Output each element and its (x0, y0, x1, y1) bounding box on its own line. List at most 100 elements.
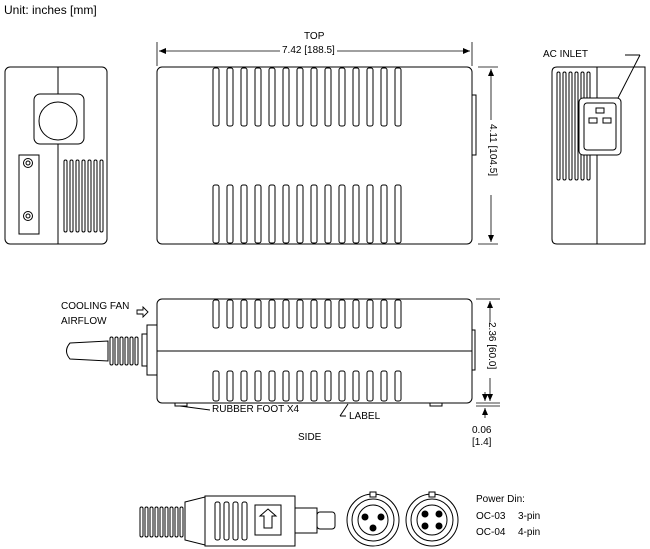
vent-slot (338, 299, 346, 329)
side-height-value: 2.36 [60.0] (486, 322, 497, 370)
vent-slot (568, 71, 573, 181)
vent-slot (240, 184, 248, 244)
vent-slot (352, 370, 360, 402)
foot-dimension-mm: [1.4] (472, 437, 492, 448)
vent-slot (324, 370, 332, 402)
vent-slot (556, 71, 561, 181)
vent-slot (394, 299, 402, 329)
vent-slot (310, 67, 318, 127)
vent-slot (366, 184, 374, 244)
vent-slot (226, 370, 234, 402)
vent-slot (254, 299, 262, 329)
vent-slot (93, 159, 98, 233)
vent-slot (338, 370, 346, 402)
connector-code-1: OC-03 (476, 511, 506, 522)
plug-rib (144, 506, 149, 538)
cable-rib (119, 336, 124, 366)
vent-slot (380, 184, 388, 244)
vent-slot (268, 299, 276, 329)
vent-slot (282, 370, 290, 402)
cable (66, 340, 109, 362)
vent-slot (296, 67, 304, 127)
vent-slot (380, 67, 388, 127)
vent-slot (226, 67, 234, 127)
vent-slot (212, 299, 220, 329)
vent-slot (99, 159, 104, 233)
vent-slot (226, 299, 234, 329)
plug-slot (232, 501, 239, 541)
vent-slot (380, 299, 388, 329)
vent-slot (324, 299, 332, 329)
airflow-arrow-icon (136, 305, 149, 319)
vent-slot (81, 159, 86, 233)
vent-slot (380, 370, 388, 402)
din-3pin-icon (346, 491, 400, 547)
vent-slot (562, 71, 567, 181)
vent-slot (310, 370, 318, 402)
top-view (156, 66, 477, 245)
plug-rib (159, 506, 164, 538)
vent-slot (296, 184, 304, 244)
cable-rib (134, 336, 139, 366)
unit-label: Unit: inches [mm] (4, 3, 97, 17)
left-end-view (4, 66, 108, 245)
vent-slot (394, 184, 402, 244)
vent-slot (324, 184, 332, 244)
plug-slot (241, 501, 248, 541)
vent-slot (226, 184, 234, 244)
cable-rib (109, 336, 114, 366)
plug-rib (154, 506, 159, 538)
foot-dimension-in: 0.06 (472, 425, 492, 436)
fan-port-icon (38, 101, 78, 141)
vent-slot (69, 159, 74, 233)
vent-slot (240, 67, 248, 127)
top-height-dimension (478, 66, 498, 245)
cable-rib (124, 336, 129, 366)
vent-slot (366, 370, 374, 402)
ac-inlet-label: AC INLET (543, 49, 589, 60)
din-4pin-icon (405, 491, 459, 547)
vent-slot (352, 299, 360, 329)
top-width-dimension (156, 42, 473, 66)
vent-slot (338, 67, 346, 127)
cable-rib (114, 336, 119, 366)
plug-rib (164, 506, 169, 538)
vent-slot (296, 299, 304, 329)
vent-slot (240, 370, 248, 402)
top-view-label: TOP (304, 31, 325, 42)
vent-slot (63, 159, 68, 233)
vent-slot (366, 299, 374, 329)
right-end-view (551, 54, 646, 245)
plug-rib (169, 506, 174, 538)
vent-slot (212, 370, 220, 402)
vent-slot (212, 67, 220, 127)
vent-slot (212, 184, 220, 244)
label-callout: LABEL (349, 411, 381, 422)
vent-slot (282, 184, 290, 244)
vent-slot (352, 184, 360, 244)
vent-slot (324, 67, 332, 127)
plug-rib (174, 506, 179, 538)
vent-slot (296, 370, 304, 402)
plug-slot (223, 501, 230, 541)
plug-rib (149, 506, 154, 538)
vent-slot (87, 159, 92, 233)
cable-rib (129, 336, 134, 366)
vent-slot (254, 370, 262, 402)
vent-slot (310, 184, 318, 244)
vent-slot (574, 71, 579, 181)
vent-slot (268, 370, 276, 402)
vent-slot (352, 67, 360, 127)
connector-pins-2: 4-pin (518, 527, 541, 538)
connector-plug (139, 495, 336, 547)
vent-slot (268, 67, 276, 127)
vent-slot (282, 299, 290, 329)
ac-inlet-icon (578, 97, 622, 156)
vent-slot (75, 159, 80, 233)
vent-slot (254, 67, 262, 127)
vent-slot (366, 67, 374, 127)
connector-title: Power Din: (476, 494, 525, 505)
plug-rib (139, 506, 144, 538)
